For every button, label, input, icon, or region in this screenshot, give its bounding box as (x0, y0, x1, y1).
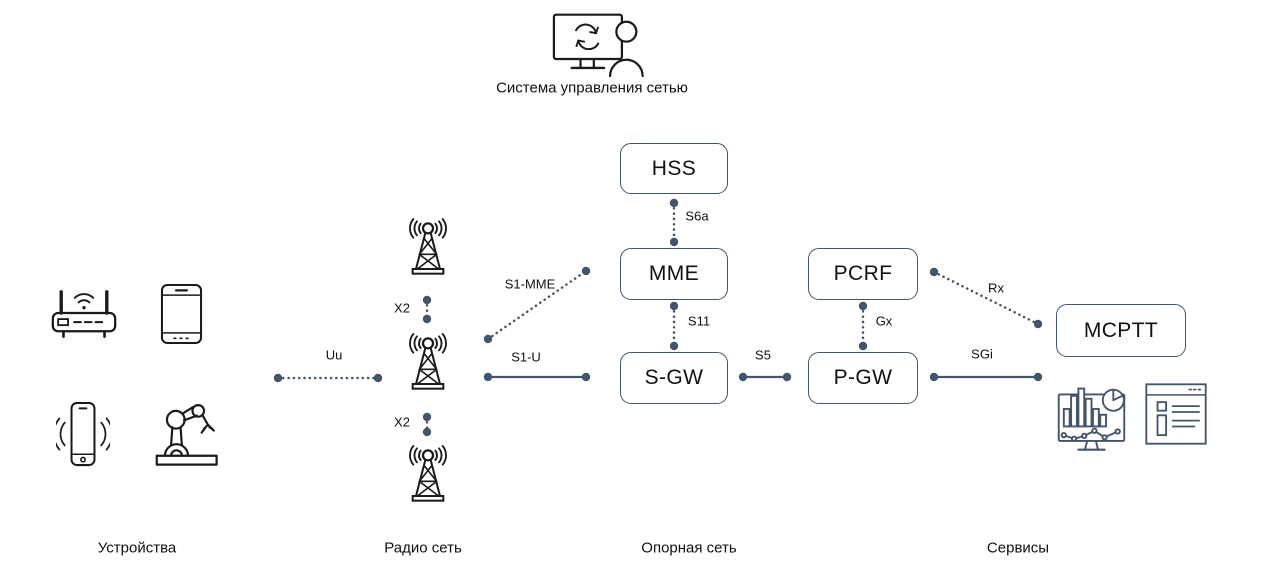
link-uu (273, 373, 383, 383)
analytics-dashboard-icon (1055, 374, 1128, 457)
interface-label-x2-top: X2 (394, 300, 410, 316)
interface-label-gx: Gx (875, 313, 893, 329)
interface-label-s6a: S6a (685, 208, 709, 224)
info-service-icon (1143, 381, 1209, 447)
section-label-radio: Радио сеть (384, 539, 462, 557)
cell-tower-icon (398, 444, 458, 508)
node-mcptt: MCPTT (1056, 304, 1186, 357)
interface-label-s5: S5 (755, 347, 771, 363)
link-s11 (669, 301, 679, 351)
interface-label-s1mme: S1-MME (504, 276, 556, 292)
link-x2-bottom (422, 412, 432, 437)
link-s1u (483, 372, 591, 382)
interface-label-x2-bottom: X2 (394, 414, 410, 430)
link-x2-top (422, 295, 432, 324)
node-hss: HSS (620, 143, 728, 194)
node-mme: MME (620, 248, 728, 300)
link-s6a (669, 198, 679, 247)
network-management-icon (549, 11, 649, 79)
link-rx (929, 267, 1043, 329)
link-gx (858, 301, 868, 351)
interface-label-rx: Rx (988, 280, 1004, 296)
robot-arm-icon (152, 400, 220, 468)
tablet-icon (159, 283, 204, 345)
node-pcrf: PCRF (808, 248, 918, 300)
cell-tower-icon (398, 332, 458, 396)
section-label-core: Опорная сеть (641, 539, 737, 557)
section-label-services: Сервисы (986, 539, 1050, 557)
link-sgi (929, 372, 1043, 382)
smartphone-icon (56, 400, 110, 468)
section-label-devices: Устройства (97, 539, 177, 557)
interface-label-s11: S11 (687, 313, 711, 329)
link-s1mme (483, 266, 591, 344)
interface-label-sgi: SGi (971, 346, 993, 362)
interface-label-uu: Uu (325, 347, 343, 363)
wifi-router-icon (46, 283, 122, 340)
node-sgw: S-GW (620, 352, 728, 404)
node-pgw: P-GW (808, 352, 918, 404)
link-s5 (738, 372, 792, 382)
interface-label-s1u: S1-U (511, 349, 541, 365)
management-system-label: Система управления сетью (496, 79, 688, 97)
cell-tower-icon (398, 217, 458, 281)
